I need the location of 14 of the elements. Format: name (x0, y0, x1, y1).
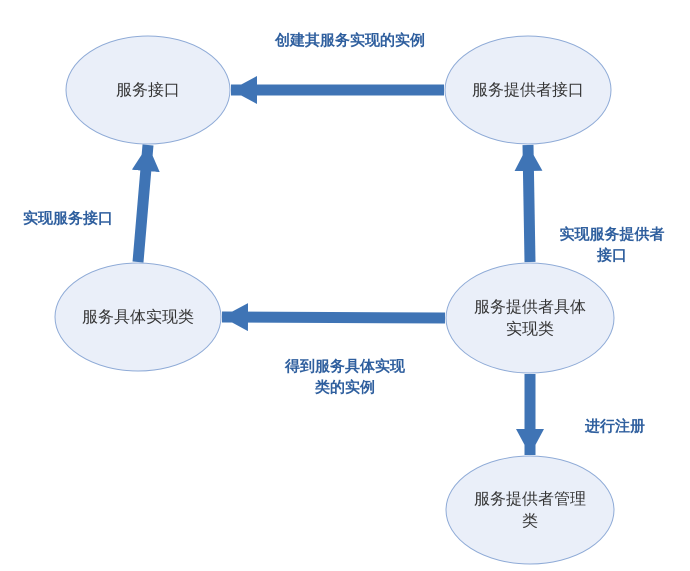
arrow (132, 144, 160, 262)
ellipse-node: 服务提供者管理类 (445, 455, 615, 565)
ellipse-node: 服务接口 (65, 35, 231, 145)
ellipse-node: 服务提供者具体实现类 (445, 262, 615, 374)
edge-label: 得到服务具体实现类的实例 (284, 356, 406, 398)
arrow (231, 76, 444, 104)
ellipse-node: 服务具体实现类 (54, 262, 222, 372)
arrow (222, 303, 446, 332)
ellipse-node: 服务提供者接口 (444, 35, 612, 145)
edge-label: 创建其服务实现的实例 (274, 30, 426, 51)
edge-label: 实现服务接口 (22, 208, 114, 229)
arrow (514, 144, 542, 262)
edge-label: 进行注册 (584, 416, 646, 437)
arrow (516, 374, 544, 455)
